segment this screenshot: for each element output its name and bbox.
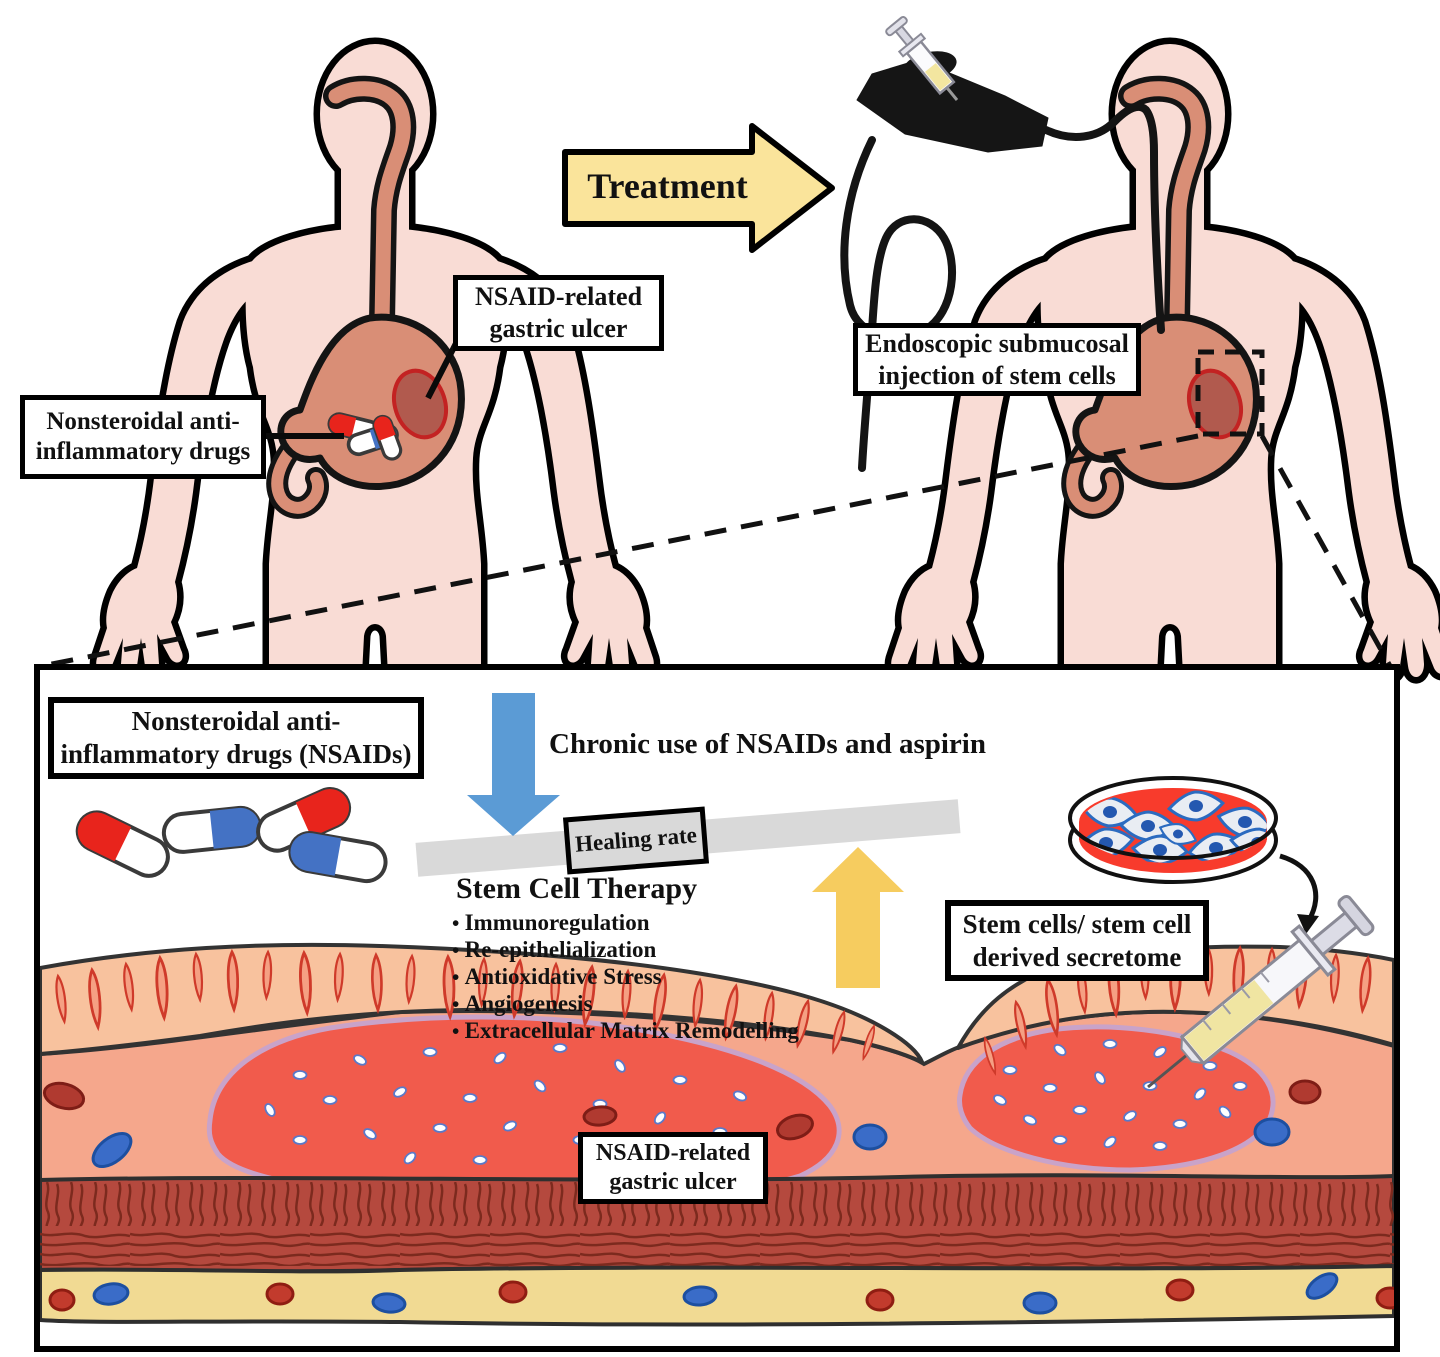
label-left-gastric-ulcer: NSAID-related gastric ulcer — [453, 275, 664, 351]
endoscope-cable-loop — [840, 136, 957, 472]
therapy-bullet: Angiogenesis — [452, 991, 799, 1017]
therapy-bullet: Antioxidative Stress — [452, 964, 799, 990]
label-panel-gastric-ulcer: NSAID-related gastric ulcer — [578, 1132, 768, 1204]
label-line: NSAID-related — [474, 282, 643, 312]
treatment-arrow — [562, 123, 835, 253]
submucosa-blood-cells — [42, 1079, 1322, 1169]
label-line: inflammatory drugs (NSAIDs) — [60, 739, 412, 769]
tissue-ulcer-right — [957, 1024, 1276, 1173]
syringe-icon — [1147, 895, 1375, 1089]
up-arrow-yellow — [812, 847, 904, 988]
endoscope-cable-to-mouth — [1042, 102, 1165, 334]
chronic-use-text: Chronic use of NSAIDs and aspirin — [549, 728, 986, 760]
label-line: Nonsteroidal anti- — [46, 407, 240, 435]
label-line: Healing rate — [574, 822, 698, 858]
zoom-guide-left — [41, 433, 1199, 669]
label-line: gastric ulcer — [609, 1169, 737, 1195]
label-line: inflammatory drugs — [35, 438, 251, 465]
label-line: Nonsteroidal anti- — [131, 706, 341, 737]
label-line: derived secretome — [972, 941, 1182, 972]
zoom-guide-right — [1259, 434, 1393, 668]
therapy-bullet: Re-epithelialization — [452, 937, 799, 963]
serosa-layer — [40, 1263, 1394, 1327]
patient-left — [96, 44, 654, 694]
endoscope-icon — [856, 16, 1049, 153]
label-stem-cells-secretome: Stem cells/ stem cell derived secretome — [945, 900, 1209, 981]
label-line: injection of stem cells — [878, 360, 1116, 390]
therapy-bullet: Extracellular Matrix Remodelling — [452, 1018, 799, 1044]
scope-syringe-icon — [885, 16, 959, 101]
curved-arrow — [1279, 853, 1319, 934]
stem-cell-therapy-title: Stem Cell Therapy — [456, 872, 698, 905]
healing-rate-label: Healing rate — [562, 806, 710, 875]
label-line: gastric ulcer — [489, 314, 628, 343]
label-panel-nsaids: Nonsteroidal anti- inflammatory drugs (N… — [48, 697, 424, 779]
label-line: Endoscopic submucosal — [865, 328, 1129, 358]
label-line: Stem cells/ stem cell — [962, 908, 1192, 939]
label-line: NSAID-related — [595, 1139, 751, 1166]
treatment-arrow-label: Treatment — [587, 166, 748, 206]
label-left-nsaid-drugs: Nonsteroidal anti- inflammatory drugs — [20, 395, 266, 479]
zoom-region-rect — [1195, 349, 1265, 437]
therapy-bullet: Immunoregulation — [452, 910, 799, 936]
down-arrow-blue — [467, 693, 560, 836]
stem-cell-therapy-list: Immunoregulation Re-epithelialization An… — [452, 910, 799, 1045]
label-endoscopic-injection: Endoscopic submucosal injection of stem … — [853, 323, 1141, 396]
petri-dish-icon — [1068, 776, 1278, 884]
